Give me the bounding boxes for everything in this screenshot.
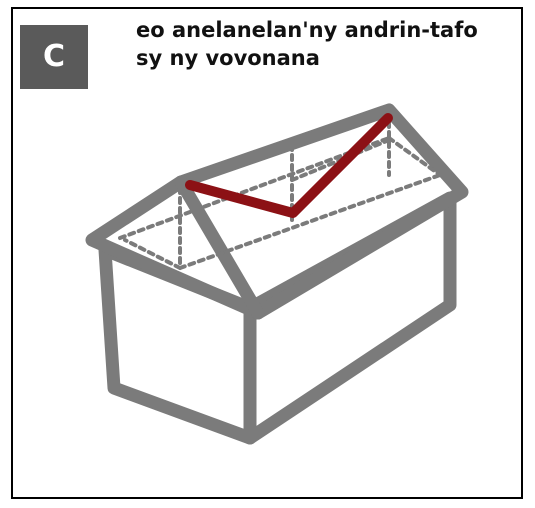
highlighted-valley-line bbox=[185, 113, 393, 218]
figure-caption: eo anelanelan'ny andrin-tafo sy ny vovon… bbox=[136, 16, 516, 72]
figure-frame bbox=[11, 7, 523, 499]
roof-hip-line bbox=[174, 175, 265, 320]
roof-outline bbox=[85, 103, 469, 320]
caption-line-1: eo anelanelan'ny andrin-tafo bbox=[136, 18, 478, 42]
panel-label-letter: C bbox=[42, 39, 66, 74]
panel-label-badge: C bbox=[20, 25, 88, 89]
caption-line-2: sy ny vovonana bbox=[136, 46, 320, 70]
